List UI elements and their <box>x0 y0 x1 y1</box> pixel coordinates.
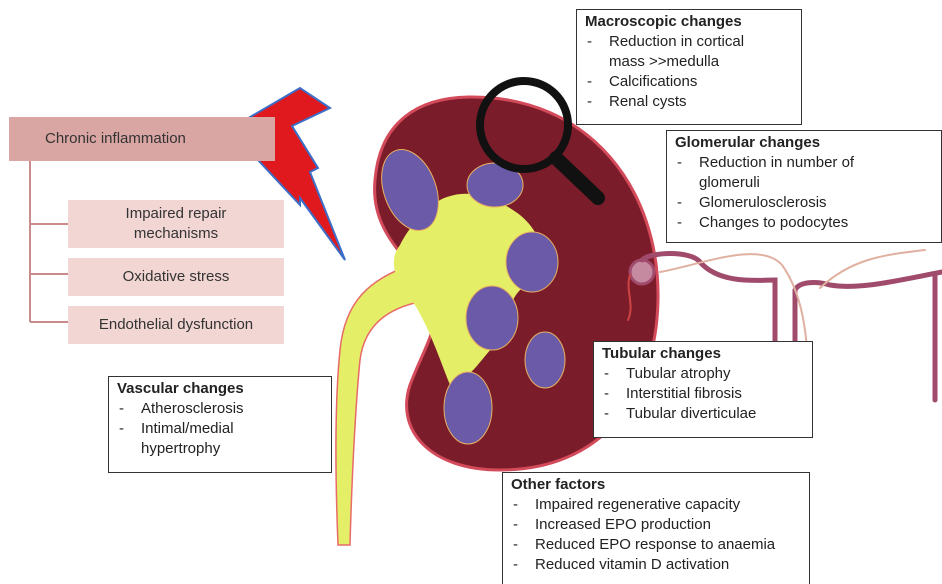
glomerular-item: Changes to podocytes <box>675 213 933 233</box>
other-factors-title: Other factors <box>511 476 801 494</box>
vascular-item: Atherosclerosis <box>117 399 323 419</box>
other-factor-item: Impaired regenerative capacity <box>511 495 801 515</box>
macroscopic-item: Reduction in cortical mass >>medulla <box>585 32 759 72</box>
macroscopic-title: Macroscopic changes <box>585 13 793 31</box>
glomerular-item: Glomerulosclerosis <box>675 193 933 213</box>
factor-impaired-repair: Impaired repair mechanisms <box>68 200 284 248</box>
other-factors-box: Other factors Impaired regenerative capa… <box>502 472 810 584</box>
chronic-inflammation-box: Chronic inflammation <box>9 117 275 161</box>
other-factor-item: Reduced vitamin D activation <box>511 555 801 575</box>
factor-endothelial-dysfunction: Endothelial dysfunction <box>68 306 284 344</box>
factor-oxidative-stress: Oxidative stress <box>68 258 284 296</box>
tubular-title: Tubular changes <box>602 345 804 363</box>
glomerular-item: Reduction in number of glomeruli <box>675 153 869 193</box>
vascular-changes-box: Vascular changes Atherosclerosis Intimal… <box>108 376 332 473</box>
tubular-item: Tubular diverticulae <box>602 404 804 424</box>
glomerular-title: Glomerular changes <box>675 134 933 152</box>
other-factor-item: Reduced EPO response to anaemia <box>511 535 801 555</box>
tubular-changes-box: Tubular changes Tubular atrophy Intersti… <box>593 341 813 438</box>
vascular-title: Vascular changes <box>117 380 323 398</box>
vascular-item: Intimal/medial hypertrophy <box>117 419 271 459</box>
tubular-item: Tubular atrophy <box>602 364 804 384</box>
tubular-item: Interstitial fibrosis <box>602 384 804 404</box>
macroscopic-item: Renal cysts <box>585 92 793 112</box>
glomerular-changes-box: Glomerular changes Reduction in number o… <box>666 130 942 243</box>
macroscopic-item: Calcifications <box>585 72 793 92</box>
other-factor-item: Increased EPO production <box>511 515 801 535</box>
inflammation-connector-lines <box>30 160 68 322</box>
macroscopic-changes-box: Macroscopic changes Reduction in cortica… <box>576 9 802 125</box>
